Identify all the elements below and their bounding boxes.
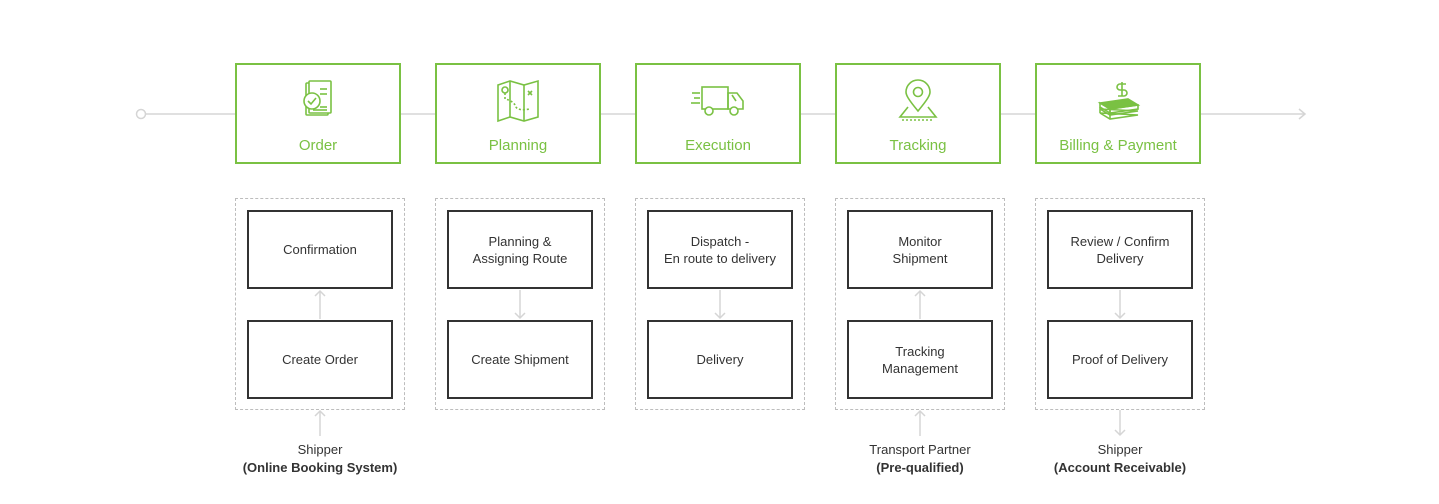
- stage-order: Order: [235, 63, 401, 164]
- actor-arrow-head: [314, 409, 326, 417]
- step-arrow-head: [514, 312, 526, 320]
- step-arrow-head: [1114, 312, 1126, 320]
- step-box: Review / Confirm Delivery: [1047, 210, 1193, 289]
- stage-label: Billing & Payment: [1059, 137, 1177, 154]
- step-group-tracking: Monitor Shipment Tracking Management: [835, 198, 1005, 410]
- stage-label: Tracking: [889, 137, 947, 154]
- step-group-planning: Planning & Assigning Route Create Shipme…: [435, 198, 605, 410]
- actor-name: Shipper: [1097, 442, 1143, 457]
- actor-name: Shipper: [297, 442, 343, 457]
- actor-detail: (Online Booking System): [242, 460, 398, 475]
- location-pin-icon: [837, 79, 999, 123]
- stage-execution: Execution: [635, 63, 801, 164]
- actor-name: Transport Partner: [869, 442, 971, 457]
- step-arrow-head: [914, 289, 926, 297]
- step-box: Proof of Delivery: [1047, 320, 1193, 399]
- step-group-execution: Dispatch - En route to delivery Delivery: [635, 198, 805, 410]
- timeline-start-dot: [135, 108, 147, 120]
- actor-detail: (Account Receivable): [1053, 460, 1187, 475]
- stage-label: Order: [298, 137, 338, 154]
- step-box: Tracking Management: [847, 320, 993, 399]
- step-group-billing: Review / Confirm Delivery Proof of Deliv…: [1035, 198, 1205, 410]
- stage-label: Planning: [488, 137, 548, 154]
- step-group-order: Confirmation Create Order: [235, 198, 405, 410]
- stage-label: Execution: [685, 137, 751, 154]
- actor-transport-partner: Transport Partner (Pre-qualified): [810, 441, 1030, 477]
- actor-detail: (Pre-qualified): [876, 460, 964, 475]
- actor-shipper-booking: Shipper (Online Booking System): [210, 441, 430, 477]
- step-box: Monitor Shipment: [847, 210, 993, 289]
- stage-tracking: Tracking: [835, 63, 1001, 164]
- timeline-arrowhead: [1298, 108, 1307, 120]
- step-box: Delivery: [647, 320, 793, 399]
- step-box: Create Shipment: [447, 320, 593, 399]
- delivery-truck-icon: [637, 79, 799, 123]
- step-box: Dispatch - En route to delivery: [647, 210, 793, 289]
- step-arrow-head: [314, 289, 326, 297]
- step-box: Planning & Assigning Route: [447, 210, 593, 289]
- actor-arrow-head: [914, 409, 926, 417]
- stage-billing-payment: Billing & Payment: [1035, 63, 1201, 164]
- order-checklist-icon: [237, 79, 399, 123]
- step-arrow-head: [714, 312, 726, 320]
- step-box: Create Order: [247, 320, 393, 399]
- money-stack-icon: [1037, 79, 1199, 123]
- step-box: Confirmation: [247, 210, 393, 289]
- route-map-icon: [437, 79, 599, 123]
- actor-arrow-head: [1114, 429, 1126, 437]
- actor-shipper-receivable: Shipper (Account Receivable): [1010, 441, 1230, 477]
- stage-planning: Planning: [435, 63, 601, 164]
